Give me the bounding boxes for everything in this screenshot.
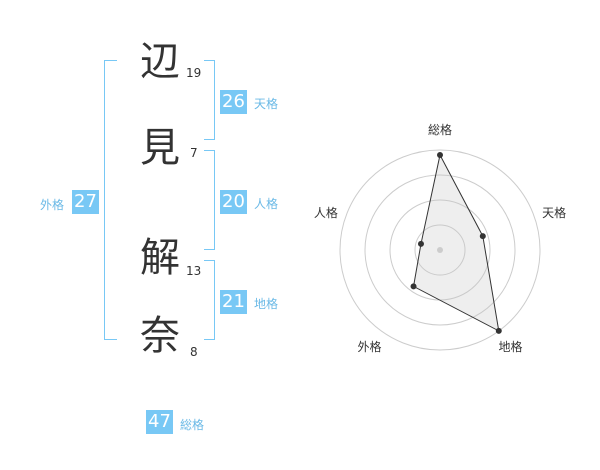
radar-data-polygon: [412, 153, 500, 332]
radar-point-0: [437, 152, 443, 158]
gaikaku-label: 外格: [40, 198, 65, 212]
radar-axis-label-2: 地格: [499, 339, 523, 354]
radar-point-3: [410, 283, 417, 290]
chikaku-label: 地格: [254, 297, 279, 311]
name-char-1: 辺: [140, 39, 180, 85]
tenkaku-label: 天格: [254, 97, 279, 111]
radar-ring-1: [414, 224, 466, 276]
stroke-count-3: 13: [186, 264, 202, 278]
radar-axis-label-0: 総格: [428, 122, 452, 137]
jinkaku-bracket: [204, 150, 215, 250]
jinkaku-value: 20: [220, 190, 247, 214]
name-char-3: 解: [140, 235, 180, 281]
gaikaku-value: 27: [72, 190, 99, 214]
radar-axis-label-1: 天格: [542, 205, 566, 220]
radar-points: [410, 152, 502, 334]
tenkaku-value: 26: [220, 90, 247, 114]
radar-ring-3: [364, 174, 516, 326]
radar-point-1: [479, 233, 486, 240]
radar-point-2: [495, 327, 502, 334]
radar-ring-4: [339, 149, 541, 351]
soukaku-label: 総格: [180, 418, 205, 432]
radar-axis-label-3: 外格: [357, 339, 381, 354]
name-char-4: 奈: [140, 313, 180, 359]
name-char-2: 見: [140, 125, 180, 171]
radar-axis-label-4: 人格: [314, 205, 338, 220]
stroke-count-4: 8: [190, 345, 198, 359]
chikaku-bracket: [204, 260, 215, 340]
tenkaku-bracket: [204, 60, 215, 140]
radar-center: [437, 247, 443, 253]
chikaku-value: 21: [220, 290, 247, 314]
soukaku-value: 47: [146, 410, 173, 434]
stroke-count-1: 19: [186, 66, 202, 80]
radar-point-4: [417, 240, 424, 247]
stroke-count-2: 7: [190, 146, 198, 160]
gaikaku-bracket: [104, 60, 117, 340]
jinkaku-label: 人格: [254, 197, 279, 211]
